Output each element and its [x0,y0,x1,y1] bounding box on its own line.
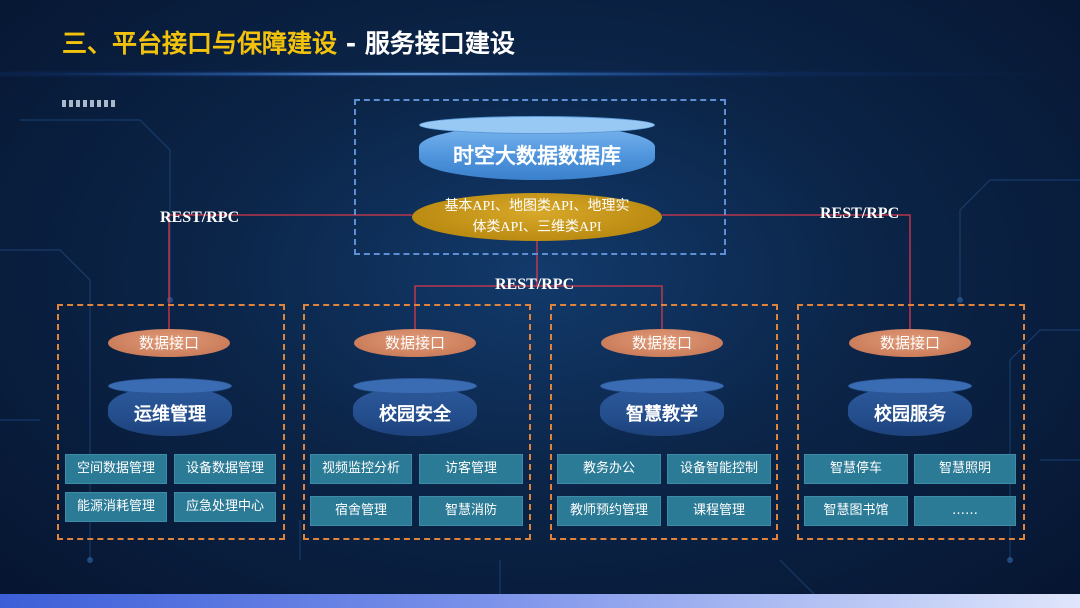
page-title: 三、平台接口与保障建设 - 服务接口建设 [62,24,515,60]
cylinder-top [108,378,232,394]
system-cylinder-safety: 校园安全 [353,378,477,436]
system-label-safety: 校园安全 [379,404,451,425]
connector-right [662,214,911,332]
function-item: 智慧停车 [804,454,908,484]
group-box-safety [303,304,531,540]
platform-box [354,99,726,255]
api-text-line1: 基本API、地图类API、地理实 [444,199,630,214]
connector-left [168,214,412,332]
function-item: 智慧消防 [419,496,523,526]
function-item: 应急处理中心 [174,492,276,522]
system-cylinder-ops: 运维管理 [108,378,232,436]
spatiotemporal-database: 时空大数据数据库 [419,116,655,180]
function-item: 智慧照明 [914,454,1016,484]
system-label-service: 校园服务 [874,404,946,425]
function-item: 设备智能控制 [667,454,771,484]
function-item: 宿舍管理 [310,496,412,526]
data-interface-ops: 数据接口 [108,329,230,357]
cylinder-body [353,386,477,436]
data-interface-service: 数据接口 [849,329,971,357]
bottom-gradient-bar [0,594,1080,608]
database-cylinder-body [419,125,655,180]
group-box-service [797,304,1025,540]
protocol-label-right: REST/RPC [820,205,900,222]
cylinder-top [848,378,972,394]
api-ellipse: 基本API、地图类API、地理实 体类API、三维类API [412,193,662,241]
group-box-teaching [550,304,778,540]
system-cylinder-service: 校园服务 [848,378,972,436]
function-item: 教师预约管理 [557,496,661,526]
title-separator: - [337,29,365,58]
protocol-label-left: REST/RPC [160,209,240,226]
connector-center-branch [414,285,663,332]
title-sub: 服务接口建设 [364,29,515,58]
data-interface-safety: 数据接口 [354,329,476,357]
function-item: 访客管理 [419,454,523,484]
group-box-ops [57,304,285,540]
function-item: 智慧图书馆 [804,496,908,526]
function-item: …… [914,496,1016,526]
cylinder-top [600,378,724,394]
title-main: 三、平台接口与保障建设 [62,29,338,58]
cylinder-body [600,386,724,436]
function-item: 课程管理 [667,496,771,526]
function-item: 空间数据管理 [65,454,167,484]
system-label-teaching: 智慧教学 [626,404,698,425]
database-cylinder-top [419,116,655,134]
function-item: 设备数据管理 [174,454,276,484]
database-label: 时空大数据数据库 [453,144,621,168]
function-item: 能源消耗管理 [65,492,167,522]
cylinder-top [353,378,477,394]
protocol-label-center: REST/RPC [495,276,575,293]
data-interface-teaching: 数据接口 [601,329,723,357]
function-item: 视频监控分析 [310,454,412,484]
cylinder-body [108,386,232,436]
title-glow-line [0,70,1080,78]
api-text-line2: 体类API、三维类API [472,220,602,235]
function-item: 教务办公 [557,454,661,484]
system-label-ops: 运维管理 [134,404,206,425]
decorative-stripe [62,100,118,107]
cylinder-body [848,386,972,436]
system-cylinder-teaching: 智慧教学 [600,378,724,436]
